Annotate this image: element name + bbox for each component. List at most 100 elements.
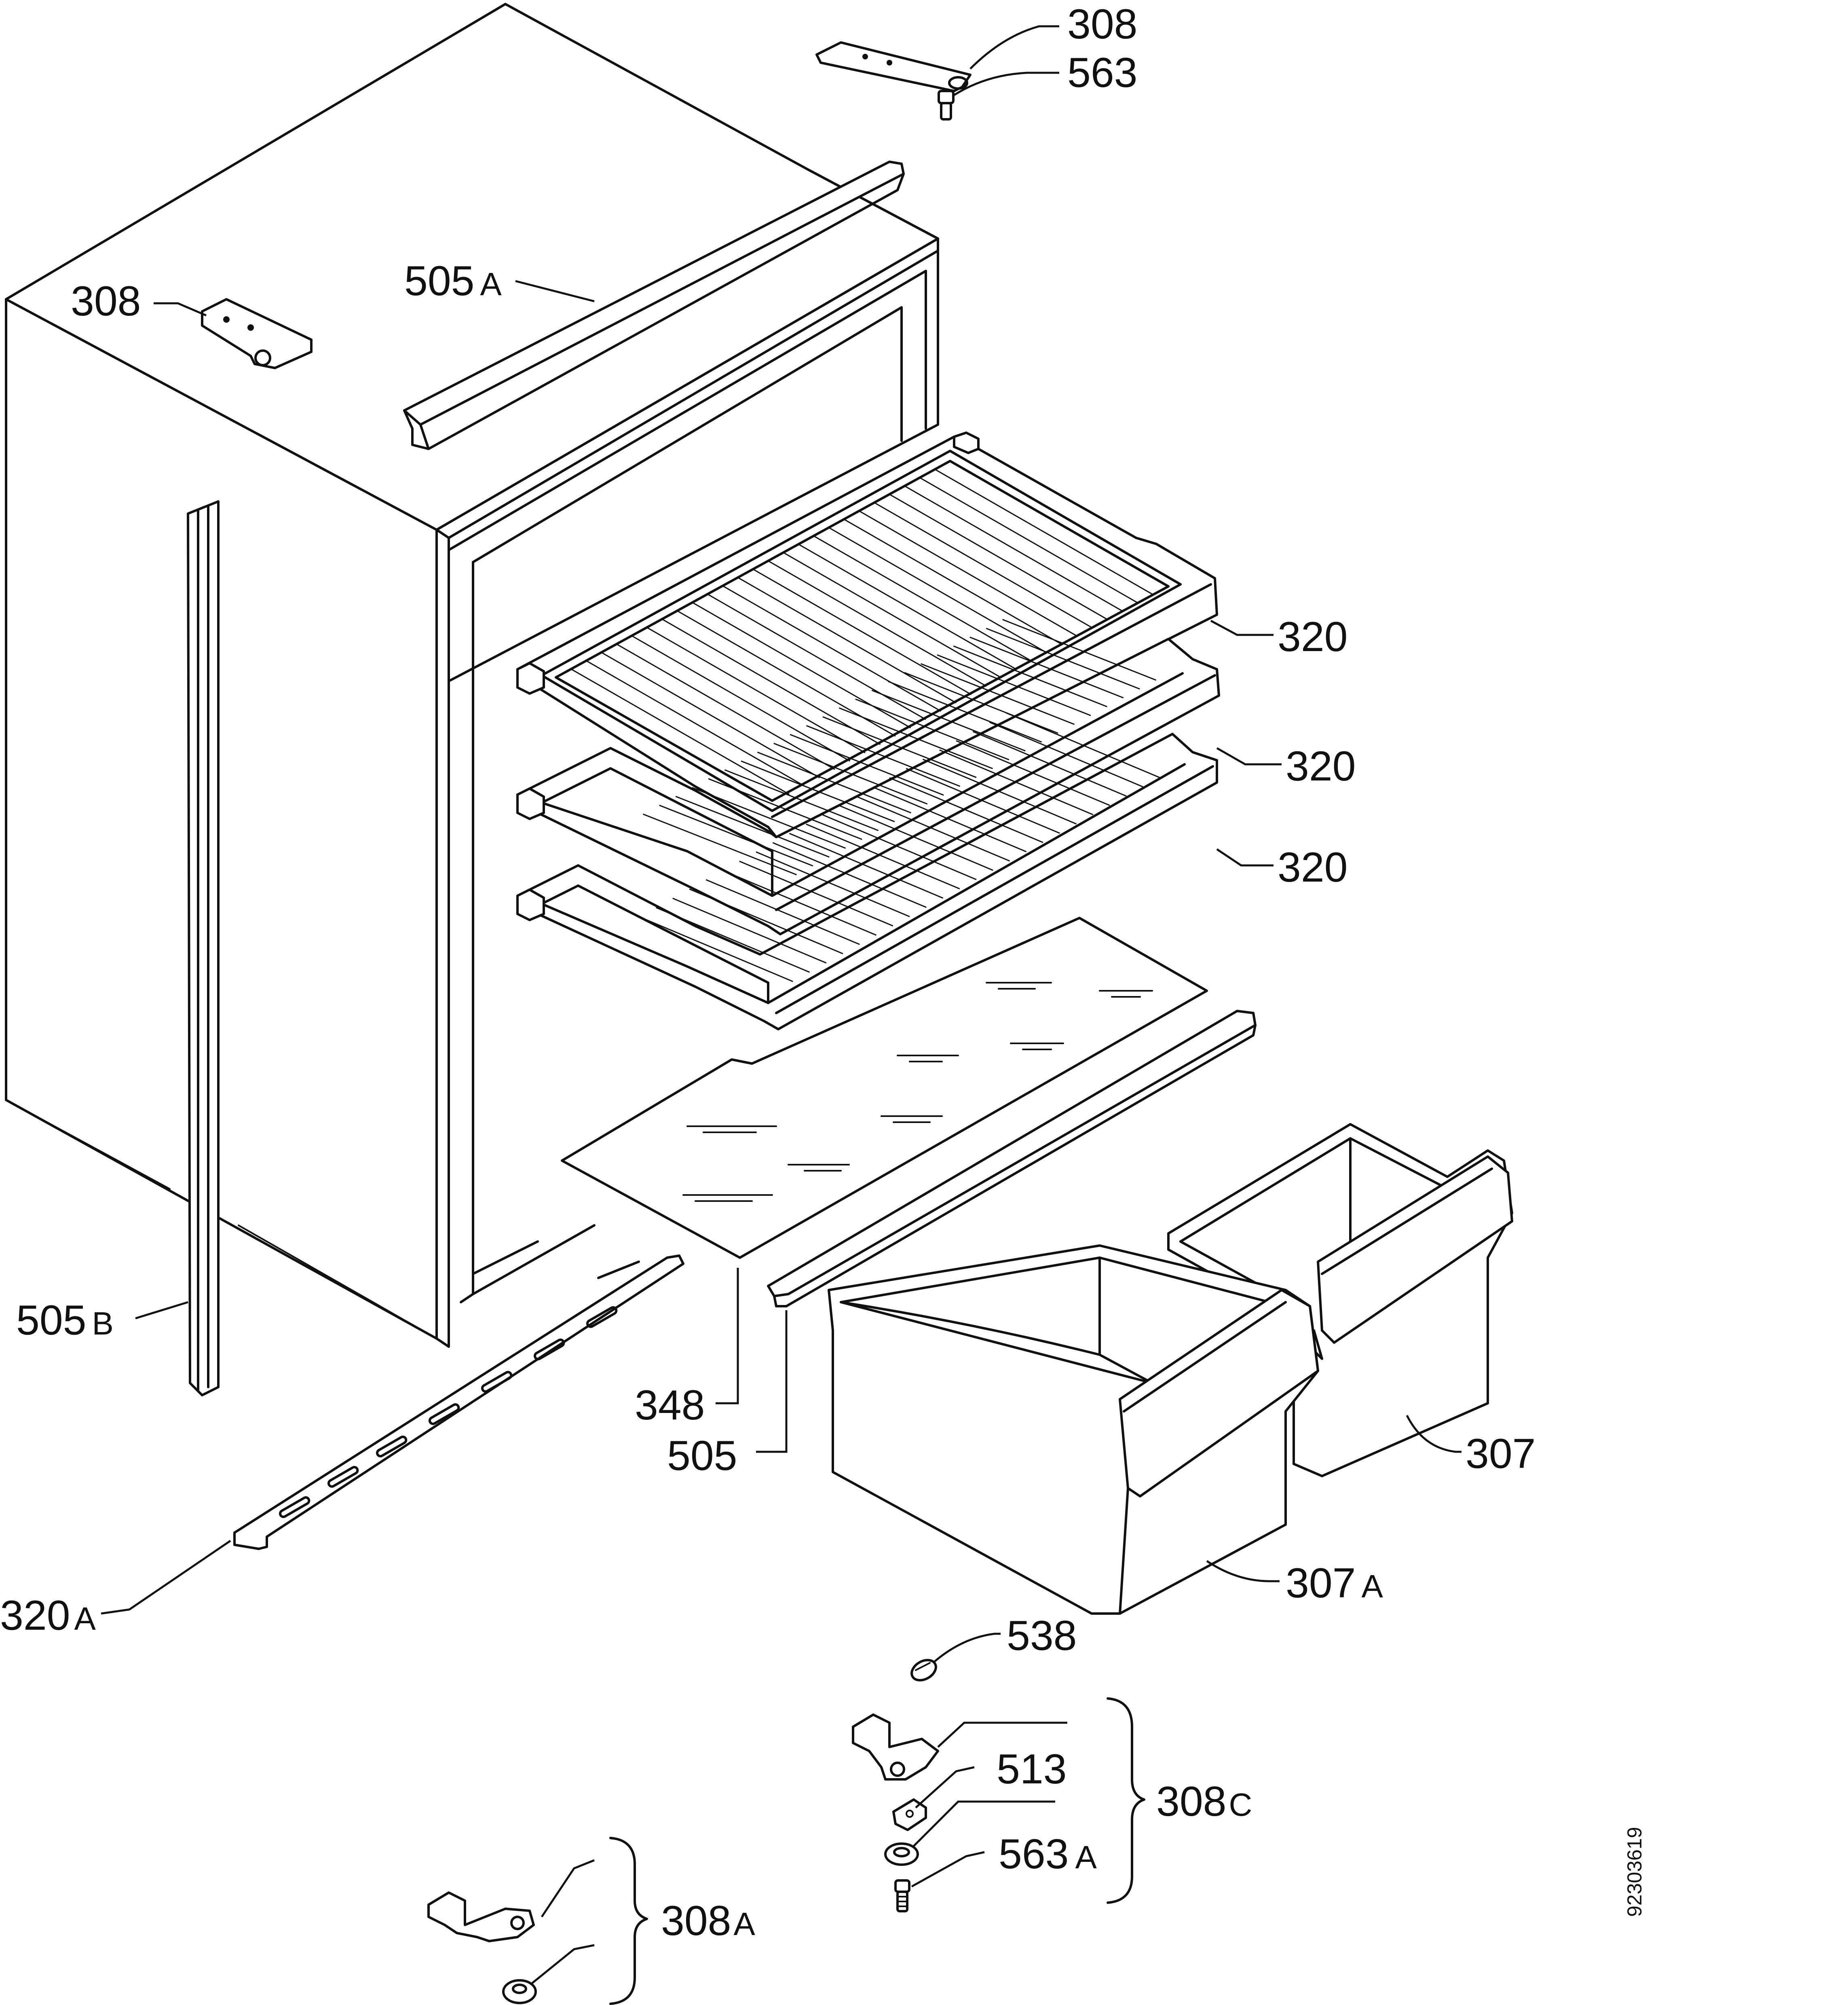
shelf-rib — [1002, 619, 1157, 681]
shelf-rib — [904, 485, 1124, 612]
shelf-rib — [806, 725, 961, 787]
shelf-rib — [889, 494, 1108, 620]
shelf-rib — [956, 740, 1110, 806]
shelf-rib — [986, 628, 1140, 690]
shelf-rib — [661, 618, 881, 745]
drawer-right — [1167, 1123, 1513, 1477]
shelf-rib — [838, 707, 993, 770]
shelf-rib — [1006, 712, 1160, 778]
side-door-seal — [187, 500, 220, 1396]
shelf-rib — [631, 635, 851, 762]
shelf-rib — [722, 870, 877, 936]
shelf-rib — [737, 577, 957, 704]
label-320-shelf-3: 320 — [1278, 844, 1348, 891]
shelf-rib — [773, 742, 928, 805]
shelf-rib — [822, 814, 977, 880]
label-320-shelf-2: 320 — [1286, 743, 1356, 790]
shelf-rib — [872, 786, 1027, 852]
shelf-rib — [953, 645, 1107, 707]
shelf-rib — [570, 668, 790, 795]
shelf-rib — [855, 698, 1010, 761]
shelf-rib — [616, 643, 835, 770]
shelf-rib — [919, 477, 1138, 604]
shelf-rib — [655, 907, 810, 973]
shelf-rib — [639, 916, 793, 982]
shelf-rib — [783, 552, 1002, 679]
shelf-rib — [969, 637, 1124, 699]
hinge-set-c — [852, 1713, 939, 1912]
shelf-rib — [705, 879, 860, 945]
shelf-rib — [906, 768, 1060, 834]
shelf-rib — [646, 627, 866, 753]
bottom-rail — [233, 1254, 684, 1550]
label-538: 538 — [1007, 1612, 1077, 1659]
shelf-rib — [843, 518, 1063, 645]
shelf-rib — [822, 716, 977, 778]
label-308c: 308C — [1156, 1778, 1252, 1825]
wire-shelf-2 — [516, 619, 1220, 935]
shelf-rib — [722, 585, 942, 712]
shelf-rib — [642, 813, 797, 876]
label-513: 513 — [997, 1746, 1067, 1793]
shelf-rib — [707, 593, 926, 720]
shelf-rib — [768, 560, 987, 687]
shelf-rib — [813, 535, 1033, 662]
shelf-rib — [756, 851, 910, 918]
label-308-top-right: 308 — [1067, 1, 1138, 48]
label-505: 505 — [667, 1432, 737, 1479]
hinge-pin-top — [938, 90, 955, 121]
hinge-pin-bottom — [894, 1879, 910, 1912]
hinge-plate-top-right — [815, 41, 972, 92]
shelf-rib — [871, 689, 1026, 752]
shelf-rib — [904, 672, 1058, 734]
hinge-set-a — [427, 1891, 537, 2004]
shelf-rib — [586, 660, 805, 787]
shelf-rib — [939, 749, 1094, 815]
drawer-left — [828, 1244, 1319, 1615]
shelf-rib — [839, 805, 993, 871]
label-320-shelf-1: 320 — [1278, 613, 1348, 660]
shelf-rib — [828, 527, 1048, 654]
shelf-rib — [675, 795, 830, 858]
label-307: 307 — [1466, 1430, 1536, 1477]
shelf-rib — [934, 469, 1154, 595]
rail-slots — [279, 1306, 618, 1518]
shelf-rib — [798, 544, 1017, 670]
cover-cap — [910, 1659, 937, 1681]
shelf-rib — [920, 663, 1075, 725]
shelf-rib — [757, 751, 911, 814]
spacer-washer — [884, 1842, 919, 1866]
shelf-rib — [789, 833, 944, 899]
shelf-rib — [922, 759, 1077, 825]
label-308a: 308A — [661, 1897, 756, 1944]
brace-308a — [609, 1837, 648, 2005]
label-348: 348 — [635, 1382, 705, 1429]
glass-shelf — [561, 917, 1208, 1259]
glass-shelf-trim — [767, 1010, 1257, 1307]
label-308-top-left: 308 — [71, 278, 141, 325]
hinge-bracket-a — [427, 1891, 535, 1942]
shelf-rib — [741, 760, 895, 823]
hinge-plate-top-left — [201, 298, 313, 369]
shelf-rib — [937, 654, 1091, 716]
leader-lines — [101, 25, 1462, 1984]
shelf-rib — [708, 778, 862, 840]
shelf-rib — [889, 777, 1043, 843]
top-seal-strip — [403, 161, 905, 450]
shelf-rib — [692, 787, 846, 849]
wire-shelf-1 — [516, 431, 1218, 838]
shelf-rib — [659, 804, 813, 867]
shelf-rib — [689, 888, 843, 954]
shelf-rib — [752, 569, 972, 695]
wire-shelf-3 — [516, 712, 1218, 1030]
shelf-rib — [772, 842, 927, 908]
shelf-rib — [855, 795, 1010, 862]
hinge-bracket-c — [852, 1713, 939, 1781]
document-id: 92303619 — [1623, 1827, 1646, 1917]
